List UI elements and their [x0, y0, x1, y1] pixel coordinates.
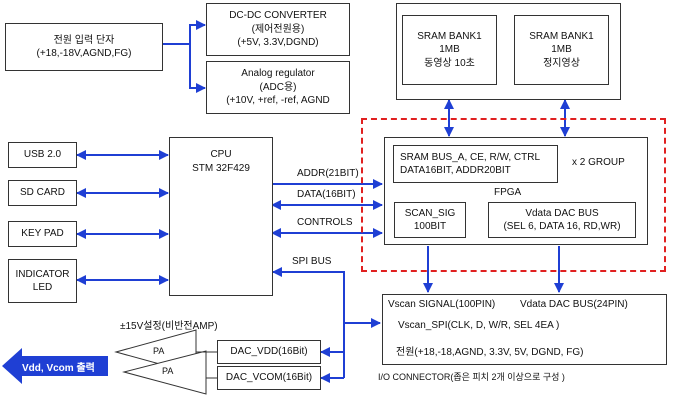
dcdc-converter-box: DC-DC CONVERTER (제어전원용) (+5V, 3.3V,DGND): [206, 3, 350, 56]
spi-bus-label: SPI BUS: [292, 256, 332, 267]
cpu-title: CPU: [210, 149, 232, 160]
keypad-label: KEY PAD: [21, 228, 64, 240]
sram1-size: 1MB: [439, 44, 460, 56]
sram-bus-box: SRAM BUS_A, CE, R/W, CTRL DATA16BIT, ADD…: [393, 145, 558, 183]
fpga-label: FPGA: [494, 187, 522, 198]
amp-setting-label: ±15V설정(비반전AMP): [120, 321, 218, 332]
analog-purpose: (ADC용): [259, 81, 297, 93]
output-label: Vdd, Vcom 출력: [22, 363, 95, 374]
cpu-box: CPU STM 32F429: [169, 137, 273, 296]
sram-bank-still-box: SRAM BANK1 1MB 정지영상: [514, 15, 609, 85]
fpga-region-dashed-border: [361, 118, 666, 272]
keypad-box: KEY PAD: [8, 221, 77, 247]
dcdc-purpose: (제어전원용): [251, 23, 305, 35]
vscan-spi-label: Vscan_SPI(CLK, D, W/R, SEL 4EA ): [398, 320, 560, 331]
group-count-label: x 2 GROUP: [572, 157, 625, 168]
analog-regulator-box: Analog regulator (ADC용) (+10V, +ref, -re…: [206, 61, 350, 114]
power-to-analog-arrow: [189, 44, 206, 93]
power-to-dcdc-arrow: [163, 20, 206, 45]
sram1-title: SRAM BANK1: [417, 30, 482, 42]
indicator-led-box: INDICATOR LED: [8, 259, 77, 303]
io-connector-box: [382, 294, 667, 365]
data-signal-label: DATA(16BIT): [297, 189, 356, 200]
scan-sig-title: SCAN_SIG: [404, 207, 456, 219]
sram2-size: 1MB: [551, 44, 572, 56]
cpu-model: STM 32F429: [192, 162, 250, 174]
indicator-line2: LED: [32, 282, 53, 293]
dac-vcom-box: DAC_VCOM(16Bit): [217, 366, 321, 390]
usb-box: USB 2.0: [8, 142, 77, 168]
dcdc-rails: (+5V, 3.3V,DGND): [237, 37, 319, 49]
sram1-purpose: 동영상 10초: [424, 57, 475, 69]
sram-bank-video-box: SRAM BANK1 1MB 동영상 10초: [402, 15, 497, 85]
indicator-line1: INDICATOR: [15, 268, 70, 280]
addr-signal-label: ADDR(21BIT): [297, 168, 359, 179]
dac-vcom-label: DAC_VCOM(16Bit): [225, 372, 313, 384]
pa-vcom-label: PA: [162, 366, 174, 376]
controls-signal-label: CONTROLS: [297, 217, 353, 228]
pa-vcom-amplifier: [122, 350, 207, 395]
pa-vdd-label: PA: [153, 346, 165, 356]
analog-title: Analog regulator: [241, 68, 315, 80]
io-power-label: 전원(+18,-18,AGND, 3.3V, 5V, DGND, FG): [396, 347, 584, 358]
scan-sig-bits: 100BIT: [413, 221, 447, 232]
dcdc-title: DC-DC CONVERTER: [229, 10, 327, 22]
dac-vdd-label: DAC_VDD(16Bit): [230, 346, 308, 358]
sd-card-box: SD CARD: [8, 180, 77, 206]
vdata-dac-bus-box: Vdata DAC BUS (SEL 6, DATA 16, RD,WR): [488, 202, 636, 238]
sram-bus-line1: SRAM BUS_A, CE, R/W, CTRL: [400, 151, 541, 163]
vscan-signal-label: Vscan SIGNAL(100PIN): [388, 299, 496, 310]
analog-rails: (+10V, +ref, -ref, AGND: [226, 95, 330, 107]
power-input-box: 전원 입력 단자 (+18,-18V,AGND,FG): [5, 23, 163, 71]
output-arrow-icon: [2, 348, 108, 384]
vdata-bus-label: Vdata DAC BUS(24PIN): [520, 299, 628, 310]
spi-bus-line: [272, 267, 345, 378]
vdata-title: Vdata DAC BUS: [525, 207, 599, 219]
io-connector-caption: I/O CONNECTOR(좁은 피치 2개 이상으로 구성 ): [378, 372, 565, 382]
sram2-title: SRAM BANK1: [529, 30, 594, 42]
scan-sig-box: SCAN_SIG 100BIT: [394, 202, 466, 238]
dac-vdd-box: DAC_VDD(16Bit): [217, 340, 321, 364]
sram-bus-line2: DATA16BIT, ADDR20BIT: [400, 165, 511, 176]
sd-card-label: SD CARD: [19, 187, 65, 199]
power-input-title: 전원 입력 단자: [53, 34, 115, 46]
sram2-purpose: 정지영상: [543, 57, 580, 69]
usb-label: USB 2.0: [23, 149, 62, 161]
power-input-rails: (+18,-18V,AGND,FG): [36, 48, 132, 59]
vdata-detail: (SEL 6, DATA 16, RD,WR): [503, 221, 621, 232]
